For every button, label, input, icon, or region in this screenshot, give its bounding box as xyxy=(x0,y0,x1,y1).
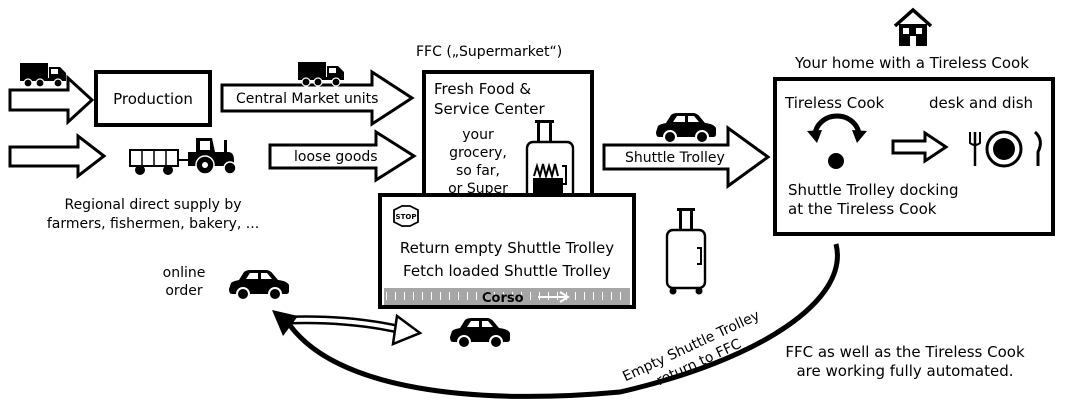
ffc-title: FFC („Supermarket“) xyxy=(416,44,562,60)
automation-note-line-2: are working fully automated. xyxy=(796,362,1013,380)
cook-to-dish-arrow xyxy=(891,130,949,164)
truck-icon xyxy=(297,61,345,87)
stop-sign-label: STOP xyxy=(396,213,417,221)
grocery-note-line-1: your xyxy=(462,127,494,143)
car-icon xyxy=(228,269,290,301)
order-arrow-head xyxy=(391,313,423,346)
ffc-name-line-2: Service Center xyxy=(434,100,546,118)
shuttle-trolley-arrow xyxy=(602,125,771,189)
regional-supply-line-1: Regional direct supply by xyxy=(64,197,241,213)
return-curve-arrowhead xyxy=(272,310,298,336)
return-trolley-label: Return empty Shuttle Trolley xyxy=(400,239,614,257)
ffc-name-line-1: Fresh Food & xyxy=(434,80,531,98)
loose-goods-label: loose goods xyxy=(294,149,378,165)
tractor-icon xyxy=(129,138,237,175)
stop-sign-icon: STOP xyxy=(393,205,419,227)
production-box xyxy=(94,70,212,127)
loose-goods-arrow xyxy=(268,129,417,183)
rotate-arrow-icon xyxy=(807,113,867,169)
regional-supply-line-2: farmers, fishermen, bakery, ... xyxy=(47,216,259,232)
grocery-note-line-2: grocery, xyxy=(449,145,507,161)
shuttle-trolley-label: Shuttle Trolley xyxy=(625,150,725,166)
fetch-trolley-label: Fetch loaded Shuttle Trolley xyxy=(403,262,611,280)
car-icon xyxy=(449,317,511,349)
production-label: Production xyxy=(113,90,193,108)
car-icon xyxy=(655,112,717,144)
docking-line-1: Shuttle Trolley docking xyxy=(788,181,958,199)
central-market-label: Central Market units xyxy=(236,91,378,107)
return-curve xyxy=(282,243,840,399)
supply-arrow-bottom xyxy=(8,132,107,180)
online-order-line-2: order xyxy=(165,283,203,299)
central-market-arrow xyxy=(220,69,415,127)
online-order-line-1: online xyxy=(163,265,206,281)
tireless-cook-label: Tireless Cook xyxy=(784,94,885,112)
truck-icon xyxy=(19,62,67,88)
grocery-note-line-3: so far, xyxy=(456,163,500,179)
house-icon xyxy=(893,7,933,46)
corso-label: Corso xyxy=(482,291,524,306)
corso-road xyxy=(384,288,630,305)
docking-line-2: at the Tireless Cook xyxy=(788,200,937,218)
supply-arrow-top xyxy=(8,74,95,126)
plate-cutlery-icon xyxy=(969,130,1042,168)
home-title: Your home with a Tireless Cook xyxy=(794,54,1029,72)
trolley-icon xyxy=(665,206,707,296)
automation-note-line-1: FFC as well as the Tireless Cook xyxy=(785,343,1025,361)
desk-and-dish-label: desk and dish xyxy=(929,94,1033,112)
